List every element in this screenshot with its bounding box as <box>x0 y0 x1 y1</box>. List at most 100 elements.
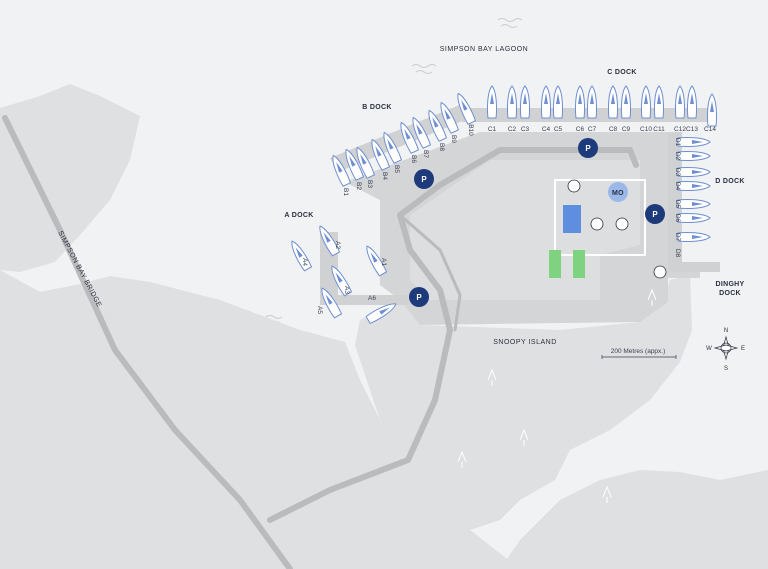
slip-label-d2: D2 <box>674 152 681 161</box>
parking-markers: P P P P <box>409 138 665 307</box>
tennis-court-1 <box>549 250 561 278</box>
boat-d3 <box>677 167 711 177</box>
boat-c10 <box>641 85 651 119</box>
roads <box>2 115 639 569</box>
tree-icons <box>457 288 657 503</box>
pool <box>563 205 581 233</box>
pool-deck <box>554 179 646 256</box>
snoopy-island-label: SNOOPY ISLAND <box>493 339 557 346</box>
boat-a1 <box>366 245 388 277</box>
boat-c6 <box>575 85 585 119</box>
slip-label-b5: B5 <box>393 165 400 173</box>
compass-n: N <box>724 328 728 334</box>
boat-d5 <box>677 199 711 209</box>
boat-c2 <box>507 85 517 119</box>
dinghy-dock-label-1: DINGHY <box>715 281 744 288</box>
slip-label-c5: C5 <box>554 126 563 133</box>
boat-d2 <box>677 151 711 161</box>
slip-label-d4: D4 <box>674 182 681 191</box>
parking-marker-2[interactable]: P <box>414 169 434 189</box>
marina-office-label: MO <box>612 190 624 197</box>
parking-marker-4[interactable]: P <box>409 287 429 307</box>
compass-rose <box>713 335 739 361</box>
boat-c1 <box>487 85 497 119</box>
compass-e: E <box>741 346 745 352</box>
c-dock-label: C DOCK <box>607 69 636 76</box>
west-land <box>0 84 140 272</box>
boat-b1 <box>332 154 351 187</box>
marina-office-marker[interactable] <box>608 182 628 202</box>
slip-label-c14: C14 <box>704 126 716 133</box>
slip-label-c6: C6 <box>576 126 585 133</box>
lagoon-label: SIMPSON BAY LAGOON <box>440 46 529 53</box>
compass-w: W <box>706 346 712 352</box>
slip-label-b9: B9 <box>450 135 457 143</box>
slip-label-d3: D3 <box>674 168 681 177</box>
boat-c12 <box>675 85 685 119</box>
slip-label-c2: C2 <box>508 126 517 133</box>
slip-label-a1: A1 <box>380 258 387 266</box>
southwest-land <box>0 270 520 569</box>
boat-c5 <box>553 85 563 119</box>
boat-b3 <box>356 146 375 179</box>
security-icon[interactable] <box>653 265 667 279</box>
slip-label-d1: D1 <box>674 138 681 147</box>
restroom-icon[interactable] <box>590 217 604 231</box>
boat-b6 <box>400 121 419 154</box>
slip-label-c4: C4 <box>542 126 551 133</box>
svg-text:200 Metres (appx.): 200 Metres (appx.) <box>611 348 666 355</box>
slip-label-b1: B1 <box>342 188 349 196</box>
boat-a2 <box>319 225 341 257</box>
compass-s: S <box>724 366 728 372</box>
boat-c8 <box>608 85 618 119</box>
slip-label-c12: C12 <box>674 126 686 133</box>
southeast-land <box>500 470 768 569</box>
restaurant-icon[interactable] <box>615 217 629 231</box>
a-dock-label: A DOCK <box>284 212 313 219</box>
parking-marker-1[interactable]: P <box>578 138 598 158</box>
slip-label-c1: C1 <box>488 126 497 133</box>
bridge-spur <box>30 498 53 542</box>
parking-label: P <box>421 175 427 184</box>
slip-label-d5: D5 <box>674 200 681 209</box>
slip-label-b2: B2 <box>355 182 362 190</box>
boat-c13 <box>687 85 697 119</box>
boat-a3 <box>331 265 353 297</box>
slip-label-a3: A3 <box>343 286 350 294</box>
boat-a4 <box>291 240 313 272</box>
boat-b9 <box>440 101 459 134</box>
parking-label: P <box>416 293 422 302</box>
boat-b8 <box>428 109 447 142</box>
d-dock-label: D DOCK <box>715 178 744 185</box>
slip-label-b3: B3 <box>366 180 373 188</box>
shop-icon[interactable] <box>567 179 581 193</box>
boat-d6 <box>677 213 711 223</box>
boat-c4 <box>541 85 551 119</box>
parking-label: P <box>652 210 658 219</box>
boat-b10 <box>457 92 476 125</box>
slip-label-b8: B8 <box>438 143 445 151</box>
boat-b4 <box>371 138 390 171</box>
slip-label-c10: C10 <box>640 126 652 133</box>
slip-label-c11: C11 <box>653 126 665 133</box>
boat-a6 <box>365 303 397 325</box>
boat-c7 <box>587 85 597 119</box>
slip-label-b7: B7 <box>422 150 429 158</box>
slip-label-b6: B6 <box>410 155 417 163</box>
boat-d7 <box>677 232 711 242</box>
dinghy-dock-label-2: DOCK <box>719 290 741 297</box>
boat-b2 <box>345 148 364 181</box>
moored-boats <box>291 85 717 325</box>
slip-label-a5: A5 <box>316 306 323 314</box>
boat-c11 <box>654 85 664 119</box>
slip-label-d7: D7 <box>674 233 681 242</box>
boat-c9 <box>621 85 631 119</box>
slip-label-b10: B10 <box>467 124 474 136</box>
slip-label-c13: C13 <box>686 126 698 133</box>
slip-label-b4: B4 <box>381 172 388 180</box>
boat-c14 <box>707 93 717 127</box>
slip-label-c9: C9 <box>622 126 631 133</box>
parking-marker-3[interactable]: P <box>645 204 665 224</box>
